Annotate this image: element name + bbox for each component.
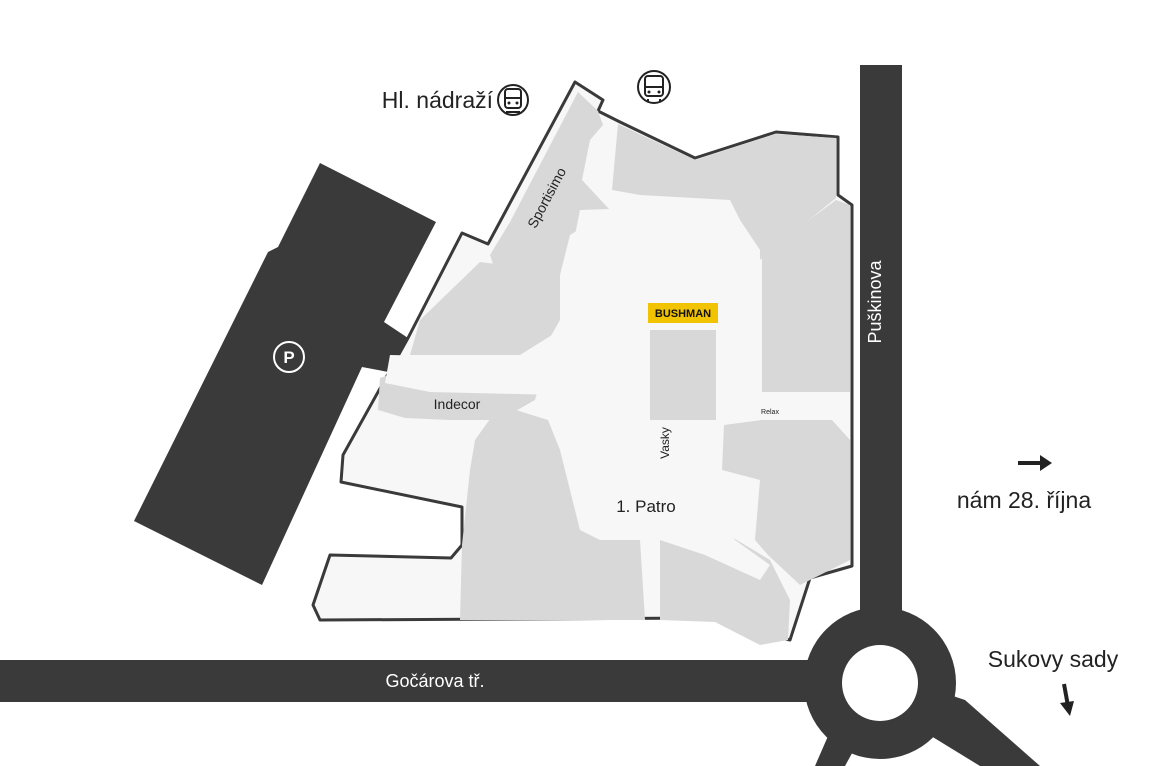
corridor-south — [655, 495, 770, 580]
arrow-right-icon — [1018, 455, 1052, 471]
train-icon — [497, 84, 529, 116]
store-label-vasky: Vasky — [658, 427, 672, 459]
transit: Hl. nádraží — [382, 70, 671, 116]
parking-icon — [273, 341, 305, 373]
parking-garage: P — [134, 163, 436, 585]
arrow-down-icon — [1060, 683, 1074, 716]
direction-label-nam28: nám 28. října — [957, 487, 1091, 513]
store-label-bushman: BUSHMAN — [655, 308, 711, 320]
directions: nám 28. října Sukovy sady — [957, 455, 1119, 716]
corridor-east — [760, 392, 850, 410]
roads — [0, 65, 1040, 766]
road-label-gocarova: Gočárova tř. — [385, 671, 484, 691]
block-east — [762, 200, 850, 410]
block-center-inner — [650, 330, 716, 420]
road-gocarova — [0, 660, 830, 702]
parking-label: P — [283, 348, 294, 367]
mall-building — [311, 80, 854, 645]
station-label: Hl. nádraží — [382, 87, 494, 113]
store-label-relax: Relax — [761, 409, 779, 416]
block-small-2 — [510, 275, 556, 293]
road-label-puskinova: Puškinova — [865, 259, 885, 343]
floor-label: 1. Patro — [616, 497, 676, 516]
store-highlight-bushman — [648, 303, 718, 323]
direction-label-sukovy: Sukovy sady — [988, 646, 1119, 672]
parking-building — [134, 163, 436, 585]
bus-icon — [637, 70, 671, 104]
road-puskinova — [860, 65, 902, 665]
block-north-west-wing — [490, 92, 610, 275]
block-south-east — [720, 420, 850, 585]
block-south-west — [460, 405, 645, 620]
block-north — [612, 124, 836, 260]
corridor-west — [385, 355, 560, 395]
store-label-indecor: Indecor — [434, 396, 481, 412]
roundabout-island — [842, 645, 918, 721]
